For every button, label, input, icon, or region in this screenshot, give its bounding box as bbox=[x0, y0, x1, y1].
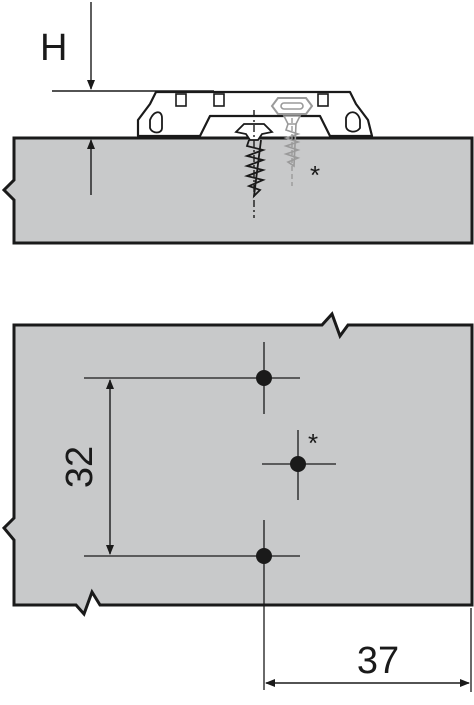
mounting-plate-slot-right bbox=[345, 111, 361, 133]
side-view-panel bbox=[1, 136, 474, 245]
main-screw bbox=[234, 110, 274, 218]
side-view: * H bbox=[1, 2, 474, 245]
vertical-dimension-label: 32 bbox=[59, 446, 101, 488]
mounting-plate-slot-left bbox=[149, 111, 163, 134]
mounting-plate-profile bbox=[136, 90, 374, 138]
mounting-plate-notch-1 bbox=[175, 93, 187, 107]
mounting-plate-notch-3 bbox=[317, 93, 329, 107]
optional-hole-note-marker: * bbox=[308, 428, 318, 458]
horizontal-dimension-label: 37 bbox=[357, 640, 399, 682]
top-view: * 32 37 bbox=[1, 311, 474, 692]
optional-screw-note-marker: * bbox=[310, 160, 320, 190]
height-dimension bbox=[52, 2, 214, 195]
height-dimension-label: H bbox=[40, 27, 67, 69]
optional-screw bbox=[270, 97, 314, 186]
hole-middle-optional bbox=[290, 456, 306, 472]
hole-bottom bbox=[256, 548, 272, 564]
top-view-panel bbox=[1, 311, 474, 617]
mounting-plate-notch-2 bbox=[213, 93, 225, 107]
hole-top bbox=[256, 370, 272, 386]
